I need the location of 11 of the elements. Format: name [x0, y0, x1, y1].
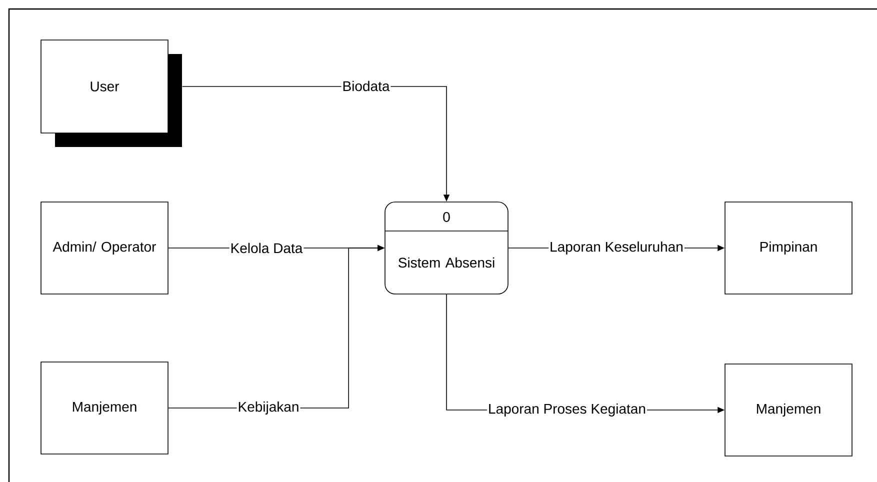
- entity-box: Manjemen: [40, 362, 168, 454]
- entity-box: User: [40, 40, 182, 147]
- edge-label: Kebijakan: [236, 400, 300, 416]
- edge-label: Laporan Keseluruhan: [548, 240, 684, 256]
- edge-label: Kelola Data: [229, 242, 304, 254]
- edge-label: Laporan Proses Kegiatan: [487, 402, 647, 418]
- process-box: 0 Sistem Absensi: [384, 202, 508, 294]
- entity-box: Admin/ Operator: [40, 202, 168, 294]
- entity-box: Manjemen: [724, 364, 852, 456]
- edge-label: Biodata: [341, 80, 391, 92]
- entity-box: Pimpinan: [724, 202, 852, 294]
